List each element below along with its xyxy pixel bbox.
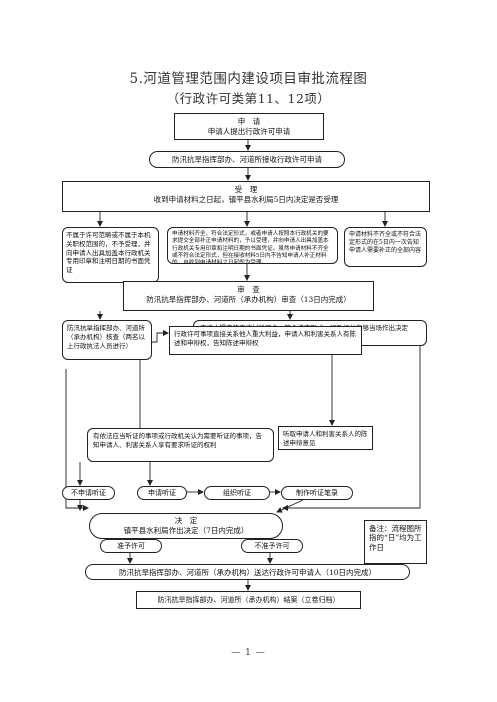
decide-heading: 决 定	[174, 516, 198, 525]
apply-text: 申请人提出行政许可申请	[207, 127, 291, 137]
deliver-text: 防汛抗旱指挥部办、河道所（承办机构）送达行政许可申请人（10日内完成）	[118, 568, 377, 577]
organize-hearing-box: 组织听证	[204, 486, 270, 500]
incomplete-text: 申请材料不齐全或不符合法定形式的在5日内一次告知申请人需要补正的全部内容	[349, 231, 422, 255]
accept-heading: 受 理	[234, 185, 258, 194]
verify-box: 防汛抗旱指挥部办、河道所（承办机构）核查（两名以上行政执法人员进行）	[62, 320, 152, 360]
not-in-scope-text: 不属于许可范畴或不属于本机关职权范围的，不予受理，并向申请人出具加盖本行政机关专…	[66, 231, 151, 275]
arrow-onspot-decide	[282, 346, 421, 511]
deny-box: 不准予许可	[241, 539, 303, 553]
verify-text: 防汛抗旱指挥部办、河道所（承办机构）核查（两名以上行政执法人员进行）	[67, 324, 145, 350]
hearing-record-text: 制作听证笔录	[296, 489, 338, 497]
page-number: — 1 —	[231, 648, 266, 658]
accept-box: 受 理 收到申请材料之日起，镇平县水利局5日内决定是否受理	[62, 181, 430, 212]
organize-hearing-text: 组织听证	[223, 489, 251, 497]
request-hearing-text: 申请听证	[148, 489, 176, 497]
interest-box: 行政许可事项直接关系他人重大利益，申请人和利害关系人有陈述和申辩权，告知陈述申辩…	[169, 326, 362, 355]
grant-text: 准予许可	[117, 542, 145, 550]
complete-text: 申请材料齐全、符合法定形式，或者申请人按照本行政机关的要求提交全部补正申请材料的…	[172, 231, 329, 264]
apply-box: 申 请 申请人提出行政许可申请	[174, 113, 324, 140]
statements-text: 听取申请人和利害关系人的陈述申辩意见	[283, 430, 368, 447]
no-hearing-box: 不申请听证	[62, 486, 115, 500]
arrow-record-decide	[276, 499, 304, 513]
hearing-notice-text: 有依法应当听证的事项或行政机关认为需要听证的事项，告知申请人、利害关系人享有要求…	[93, 432, 262, 449]
no-hearing-text: 不申请听证	[71, 489, 106, 497]
complete-box: 申请材料齐全、符合法定形式，或者申请人按照本行政机关的要求提交全部补正申请材料的…	[167, 227, 338, 264]
apply-heading: 申 请	[237, 117, 261, 126]
decide-box: 决 定 镇平县水利局作出决定（7日内完成）	[89, 513, 283, 539]
receive-box: 防汛抗旱指挥部办、河道所接收行政许可申请	[149, 151, 345, 168]
hearing-notice-box: 有依法应当听证的事项或行政机关认为需要听证的事项，告知申请人、利害关系人享有要求…	[87, 428, 274, 462]
archive-box: 防汛抗旱指挥部办、河道所（承办机构）结案（立卷归档）	[136, 591, 361, 609]
accept-text: 收到申请材料之日起，镇平县水利局5日内决定是否受理	[153, 195, 339, 205]
interest-text: 行政许可事项直接关系他人重大利益，申请人和利害关系人有陈述和申辩权，告知陈述申辩…	[174, 330, 356, 347]
incomplete-box: 申请材料不齐全或不符合法定形式的在5日内一次告知申请人需要补正的全部内容	[344, 227, 427, 267]
grant-box: 准予许可	[100, 539, 162, 553]
not-in-scope-box: 不属于许可范畴或不属于本机关职权范围的，不予受理，并向申请人出具加盖本行政机关专…	[62, 227, 159, 283]
archive-text: 防汛抗旱指挥部办、河道所（承办机构）结案（立卷归档）	[157, 596, 340, 604]
note-box: 备注：流程图所指的“日”均为工作日	[364, 520, 427, 564]
page-title: 5.河道管理范围内建设项目审批流程图	[129, 71, 368, 87]
hearing-record-box: 制作听证笔录	[281, 486, 353, 500]
deliver-box: 防汛抗旱指挥部办、河道所（承办机构）送达行政许可申请人（10日内完成）	[85, 564, 410, 580]
review-box: 审 查 防汛抗旱指挥部办、河道所（承办机构）审查（13日内完成）	[123, 281, 374, 311]
review-heading: 审 查	[237, 285, 260, 294]
page-subtitle: （行政许可类第11、12项）	[166, 91, 331, 106]
request-hearing-box: 申请听证	[137, 486, 187, 500]
receive-text: 防汛抗旱指挥部办、河道所接收行政许可申请	[172, 155, 322, 164]
review-text: 防汛抗旱指挥部办、河道所（承办机构）审查（13日内完成）	[146, 295, 351, 305]
decide-text: 镇平县水利局作出决定（7日内完成）	[123, 526, 249, 536]
statements-box: 听取申请人和利害关系人的陈述申辩意见	[278, 426, 373, 450]
note-text: 备注：流程图所指的“日”均为工作日	[369, 524, 422, 552]
deny-text: 不准予许可	[254, 542, 290, 550]
